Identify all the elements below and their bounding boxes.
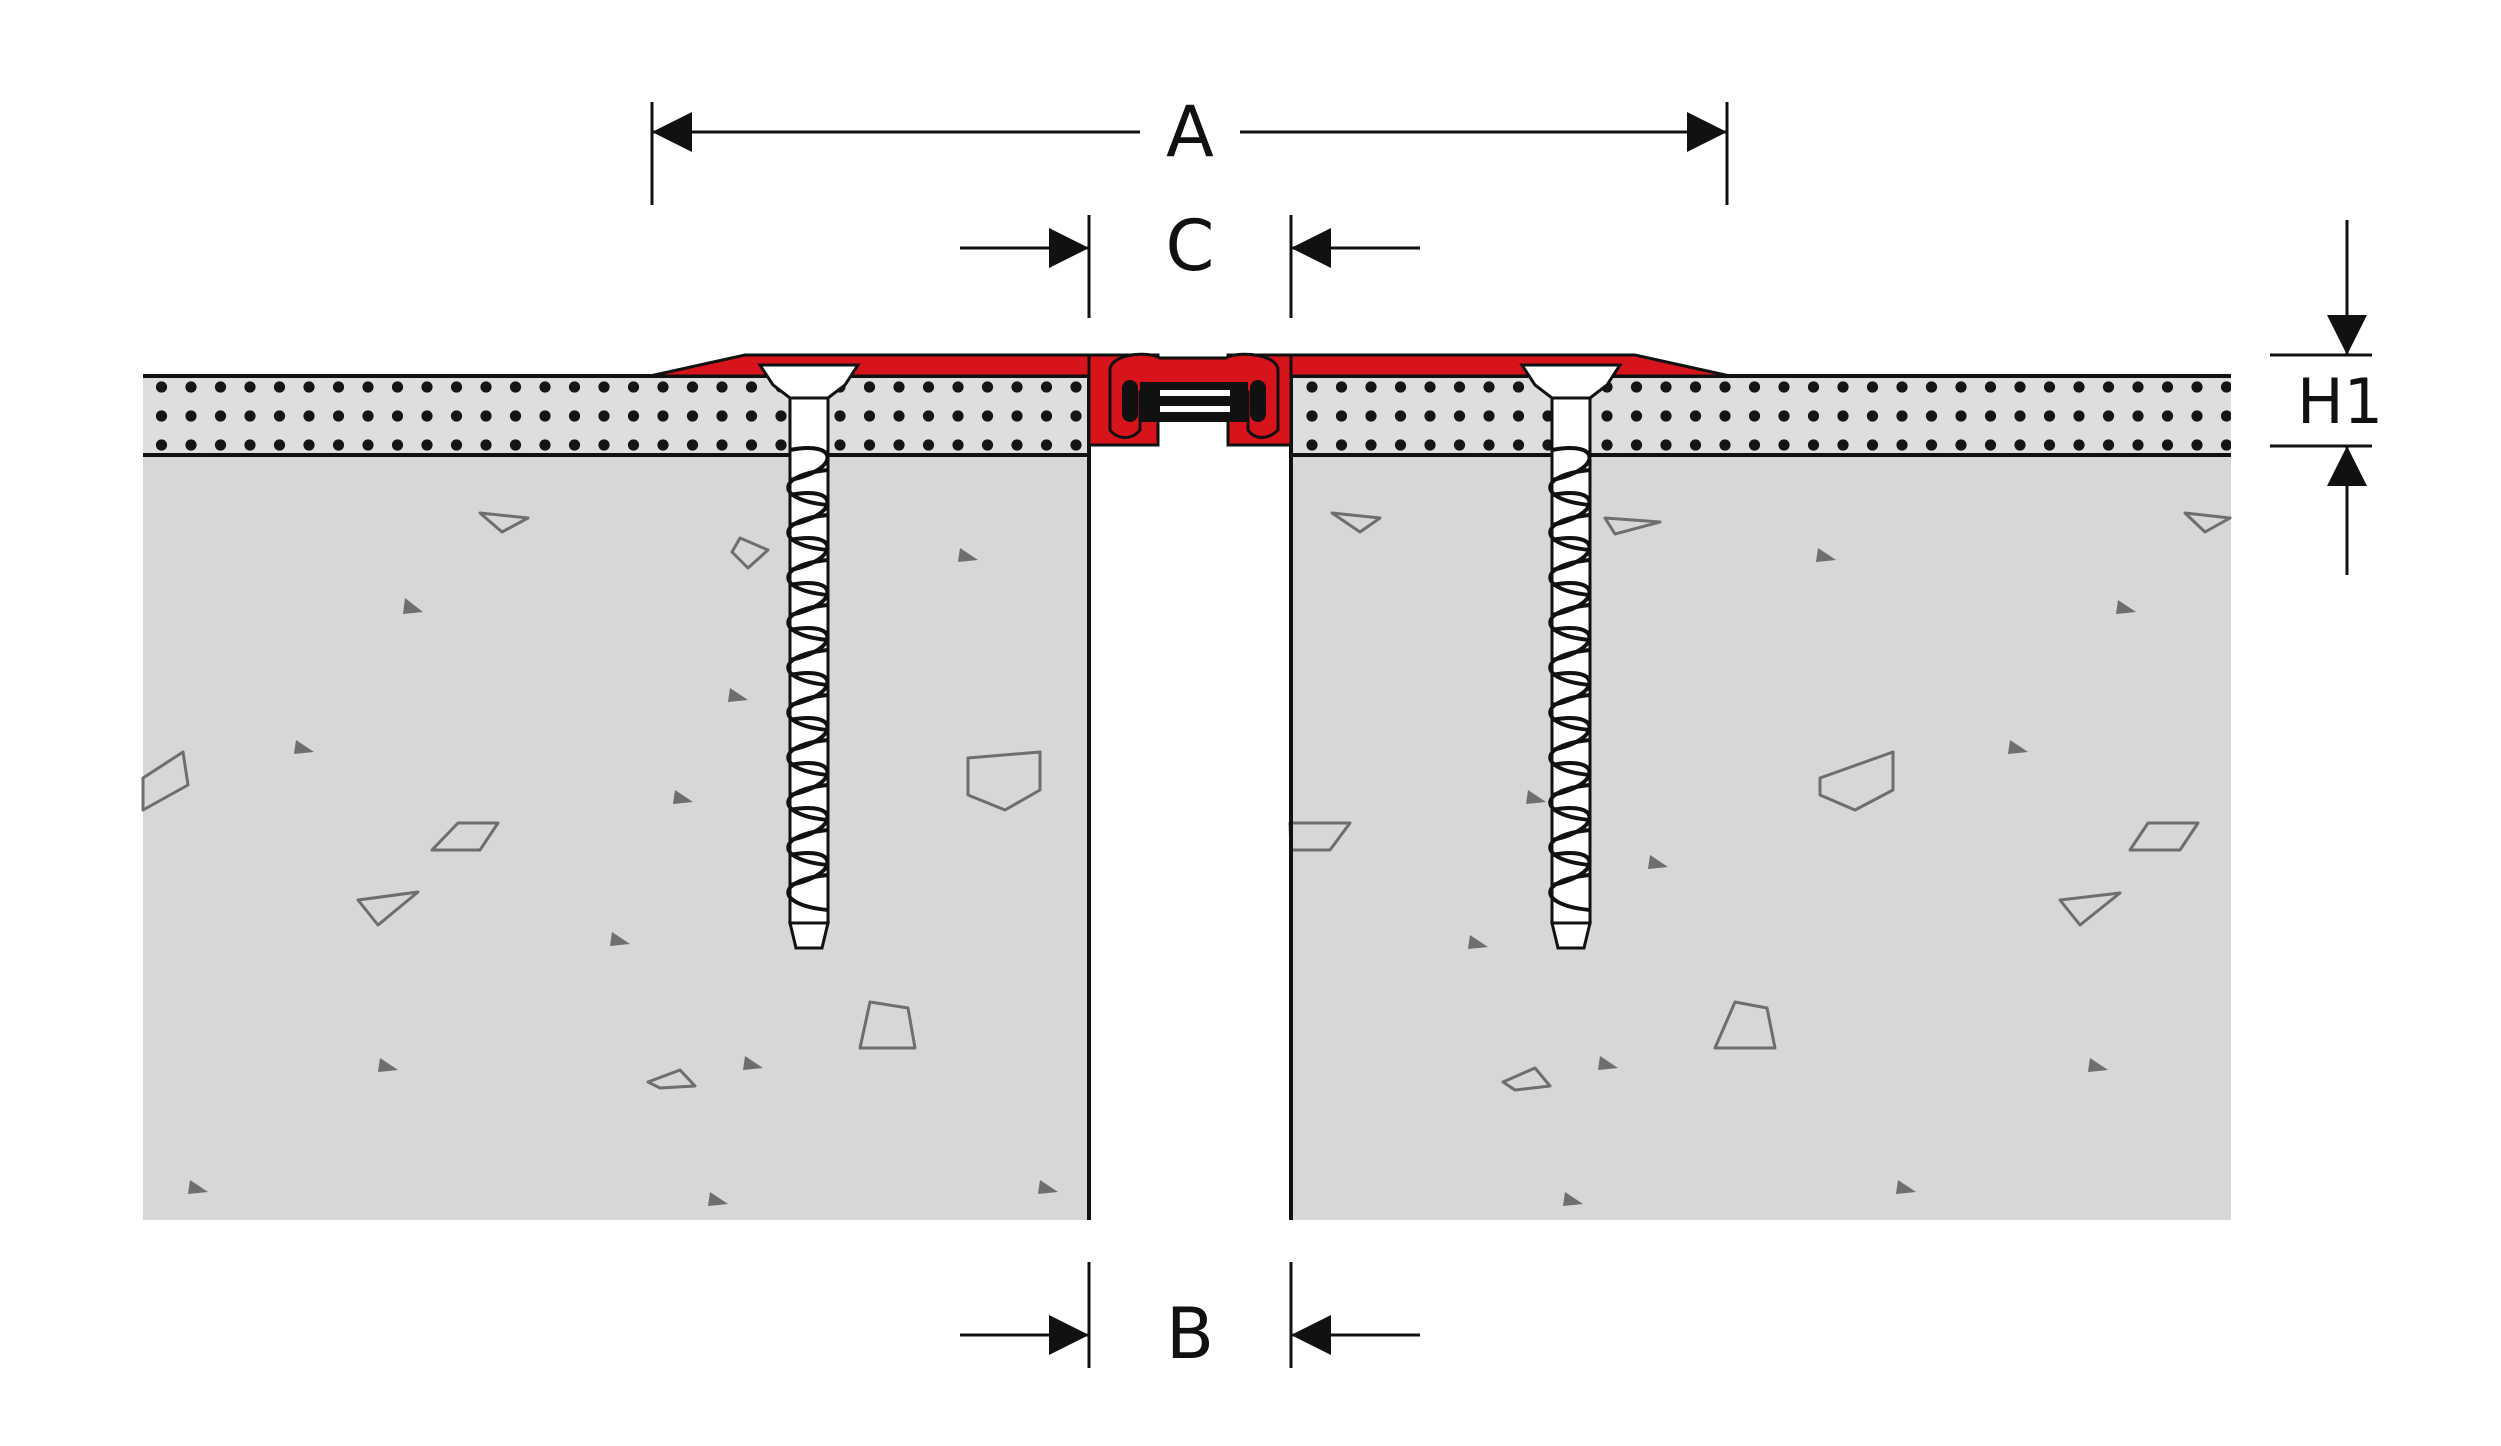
screw-left [757,363,861,950]
dimension-c [960,215,1420,318]
dimension-h1 [2270,220,2372,575]
joint-profile [649,352,1731,447]
aggregate-chips [188,548,2136,1206]
screed-layer-right [1291,375,2231,455]
concrete-slab-right [1291,455,2231,1220]
dimension-b [960,1262,1420,1368]
dimension-h1-label: H1 [2297,365,2383,438]
concrete-slab-left [143,455,1089,1220]
aggregate-pattern [141,511,2232,1092]
profile-insert [1108,352,1280,439]
screw-right [1519,363,1623,950]
profile-wing-right [1289,353,1731,378]
profile-wing-left [649,353,1091,378]
dimension-c-label: C [1166,205,1215,287]
dimension-a-label: A [1166,91,1214,173]
joint-gap-edges [1087,376,1293,1220]
profile-hinge [1122,380,1266,422]
screed-layer-left [143,375,1089,455]
dimension-a [650,102,1729,205]
dimension-b-label: B [1166,1293,1214,1375]
